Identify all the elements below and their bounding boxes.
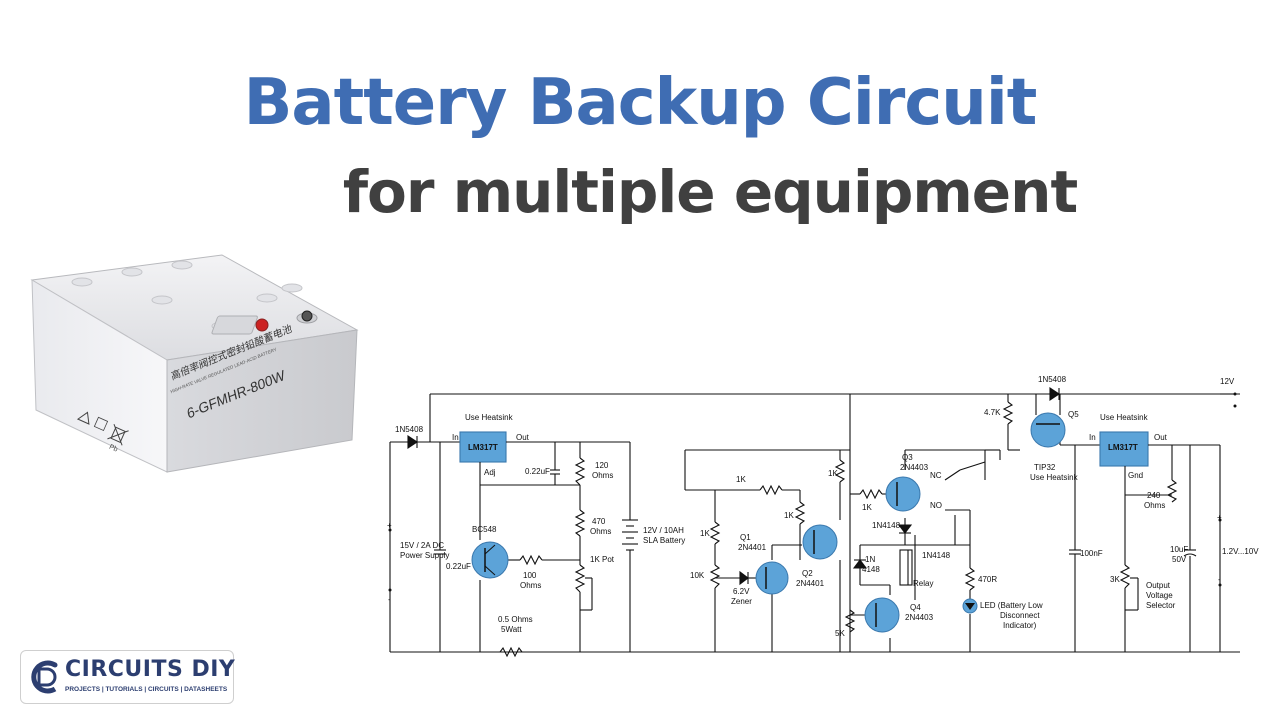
label-r120b: Ohms	[592, 471, 613, 480]
label-led-c: Indicator)	[1003, 621, 1037, 630]
label-r05a: 0.5 Ohms	[498, 615, 533, 624]
label-cap10u-a: 10uF	[1170, 545, 1188, 554]
logo-name: CIRCUITS DIY	[65, 657, 236, 682]
label-zener-b: Zener	[731, 597, 752, 606]
label-r3k: 3K	[1110, 575, 1120, 584]
q3-transistor	[885, 476, 921, 512]
q1-transistor	[755, 561, 789, 595]
label-q4b: 2N4403	[905, 613, 934, 622]
label-tip32b: Use Heatsink	[1030, 473, 1079, 482]
label-q4a: Q4	[910, 603, 921, 612]
circuit-schematic: 1N5408 Use Heatsink LM317T In Out Adj 0.…	[387, 375, 1259, 658]
label-supply-b: Power Supply	[400, 551, 449, 560]
label-reg-left: LM317T	[468, 443, 498, 452]
label-r100a: 100	[523, 571, 537, 580]
label-reg-in: In	[452, 433, 459, 442]
circuits-diy-logo-icon	[31, 660, 58, 694]
label-r120a: 120	[595, 461, 609, 470]
label-r1k-e: 1K	[862, 503, 872, 512]
label-d4148b-1: 1N	[865, 555, 875, 564]
recycle-bin-crossed-icon	[107, 424, 129, 446]
label-plus-output: +	[1217, 513, 1222, 522]
label-out12: 12V	[1220, 377, 1235, 386]
label-r100b: Ohms	[520, 581, 541, 590]
warning-icon	[76, 411, 90, 425]
circuits-diy-logo: CIRCUITS DIY PROJECTS | TUTORIALS | CIRC…	[20, 650, 236, 704]
label-r10k: 10K	[690, 571, 705, 580]
positive-terminal-icon	[255, 318, 269, 332]
label-supply-a: 15V / 2A DC	[400, 541, 444, 550]
label-r1k-d: 1K	[828, 469, 838, 478]
page-subtitle: for multiple equipment	[342, 158, 1078, 226]
label-d4148c: 1N4148	[922, 551, 951, 560]
label-zener-a: 6.2V	[733, 587, 750, 596]
label-minus-output: -	[1218, 575, 1221, 584]
label-reg-adj: Adj	[484, 468, 496, 477]
label-reg-right: LM317T	[1108, 443, 1138, 452]
label-r240a: 240	[1147, 491, 1161, 500]
label-reg2-out: Out	[1154, 433, 1168, 442]
label-outvar: 1.2V...10V	[1222, 547, 1259, 556]
label-no: NO	[930, 501, 942, 510]
label-heatsink-right: Use Heatsink	[1100, 413, 1149, 422]
label-relay: Relay	[913, 579, 933, 588]
label-plus-supply: +	[387, 521, 392, 530]
label-led-b: Disconnect	[1000, 611, 1040, 620]
label-bat-a: 12V / 10AH	[643, 526, 684, 535]
label-led-a: LED (Battery Low	[980, 601, 1043, 610]
label-reg-out: Out	[516, 433, 530, 442]
q2-transistor	[802, 524, 838, 560]
label-reg2-gnd: Gnd	[1128, 471, 1143, 480]
label-nc: NC	[930, 471, 942, 480]
label-d4148b-2: 4148	[862, 565, 880, 574]
label-r470b: Ohms	[590, 527, 611, 536]
terminal-dots	[388, 392, 1237, 592]
led-icon	[962, 598, 978, 614]
label-reg2-in: In	[1089, 433, 1096, 442]
label-cap-022-left: 0.22uF	[446, 562, 471, 571]
label-minus-supply: -	[388, 595, 391, 604]
label-sel-c: Selector	[1146, 601, 1176, 610]
label-bat-b: SLA Battery	[643, 536, 685, 545]
page-title: Battery Backup Circuit	[243, 66, 1038, 140]
label-q5: Q5	[1068, 410, 1079, 419]
label-r1k-c: 1K	[784, 511, 794, 520]
label-q2b: 2N4401	[796, 579, 825, 588]
label-bc548: BC548	[472, 525, 497, 534]
label-r47k: 4.7K	[984, 408, 1001, 417]
label-r470a: 470	[592, 517, 606, 526]
label-r1k-a: 1K	[736, 475, 746, 484]
label-q1b: 2N4401	[738, 543, 767, 552]
label-cap100n: 100nF	[1080, 549, 1103, 558]
label-q3b: 2N4403	[900, 463, 929, 472]
label-d4148a: 1N4148	[872, 521, 901, 530]
label-diode-in: 1N5408	[395, 425, 424, 434]
label-sel-b: Voltage	[1146, 591, 1173, 600]
label-r05b: 5Watt	[501, 625, 522, 634]
q5-transistor	[1030, 412, 1066, 448]
label-pot1k: 1K Pot	[590, 555, 615, 564]
q4-transistor	[864, 597, 900, 633]
label-q1a: Q1	[740, 533, 751, 542]
logo-tagline: PROJECTS | TUTORIALS | CIRCUITS | DATASH…	[65, 686, 228, 693]
pb-mark: Pb	[108, 444, 119, 454]
label-q2a: Q2	[802, 569, 813, 578]
battery-image: 高倍率阀控式密封铅酸蓄电池 HIGH-RATE VALVE REGULATED …	[30, 254, 359, 473]
label-r5k: 5K	[835, 629, 845, 638]
label-cap10u-b: 50V	[1172, 555, 1187, 564]
negative-terminal-icon	[301, 310, 313, 322]
label-r240b: Ohms	[1144, 501, 1165, 510]
label-q3a: Q3	[902, 453, 913, 462]
bc548-transistor	[471, 541, 509, 579]
label-tip32a: TIP32	[1034, 463, 1056, 472]
label-r1k-b: 1K	[700, 529, 710, 538]
label-heatsink-left: Use Heatsink	[465, 413, 514, 422]
label-r470r: 470R	[978, 575, 997, 584]
label-diode-top: 1N5408	[1038, 375, 1067, 384]
label-cap-022-top: 0.22uF	[525, 467, 550, 476]
label-sel-a: Output	[1146, 581, 1171, 590]
